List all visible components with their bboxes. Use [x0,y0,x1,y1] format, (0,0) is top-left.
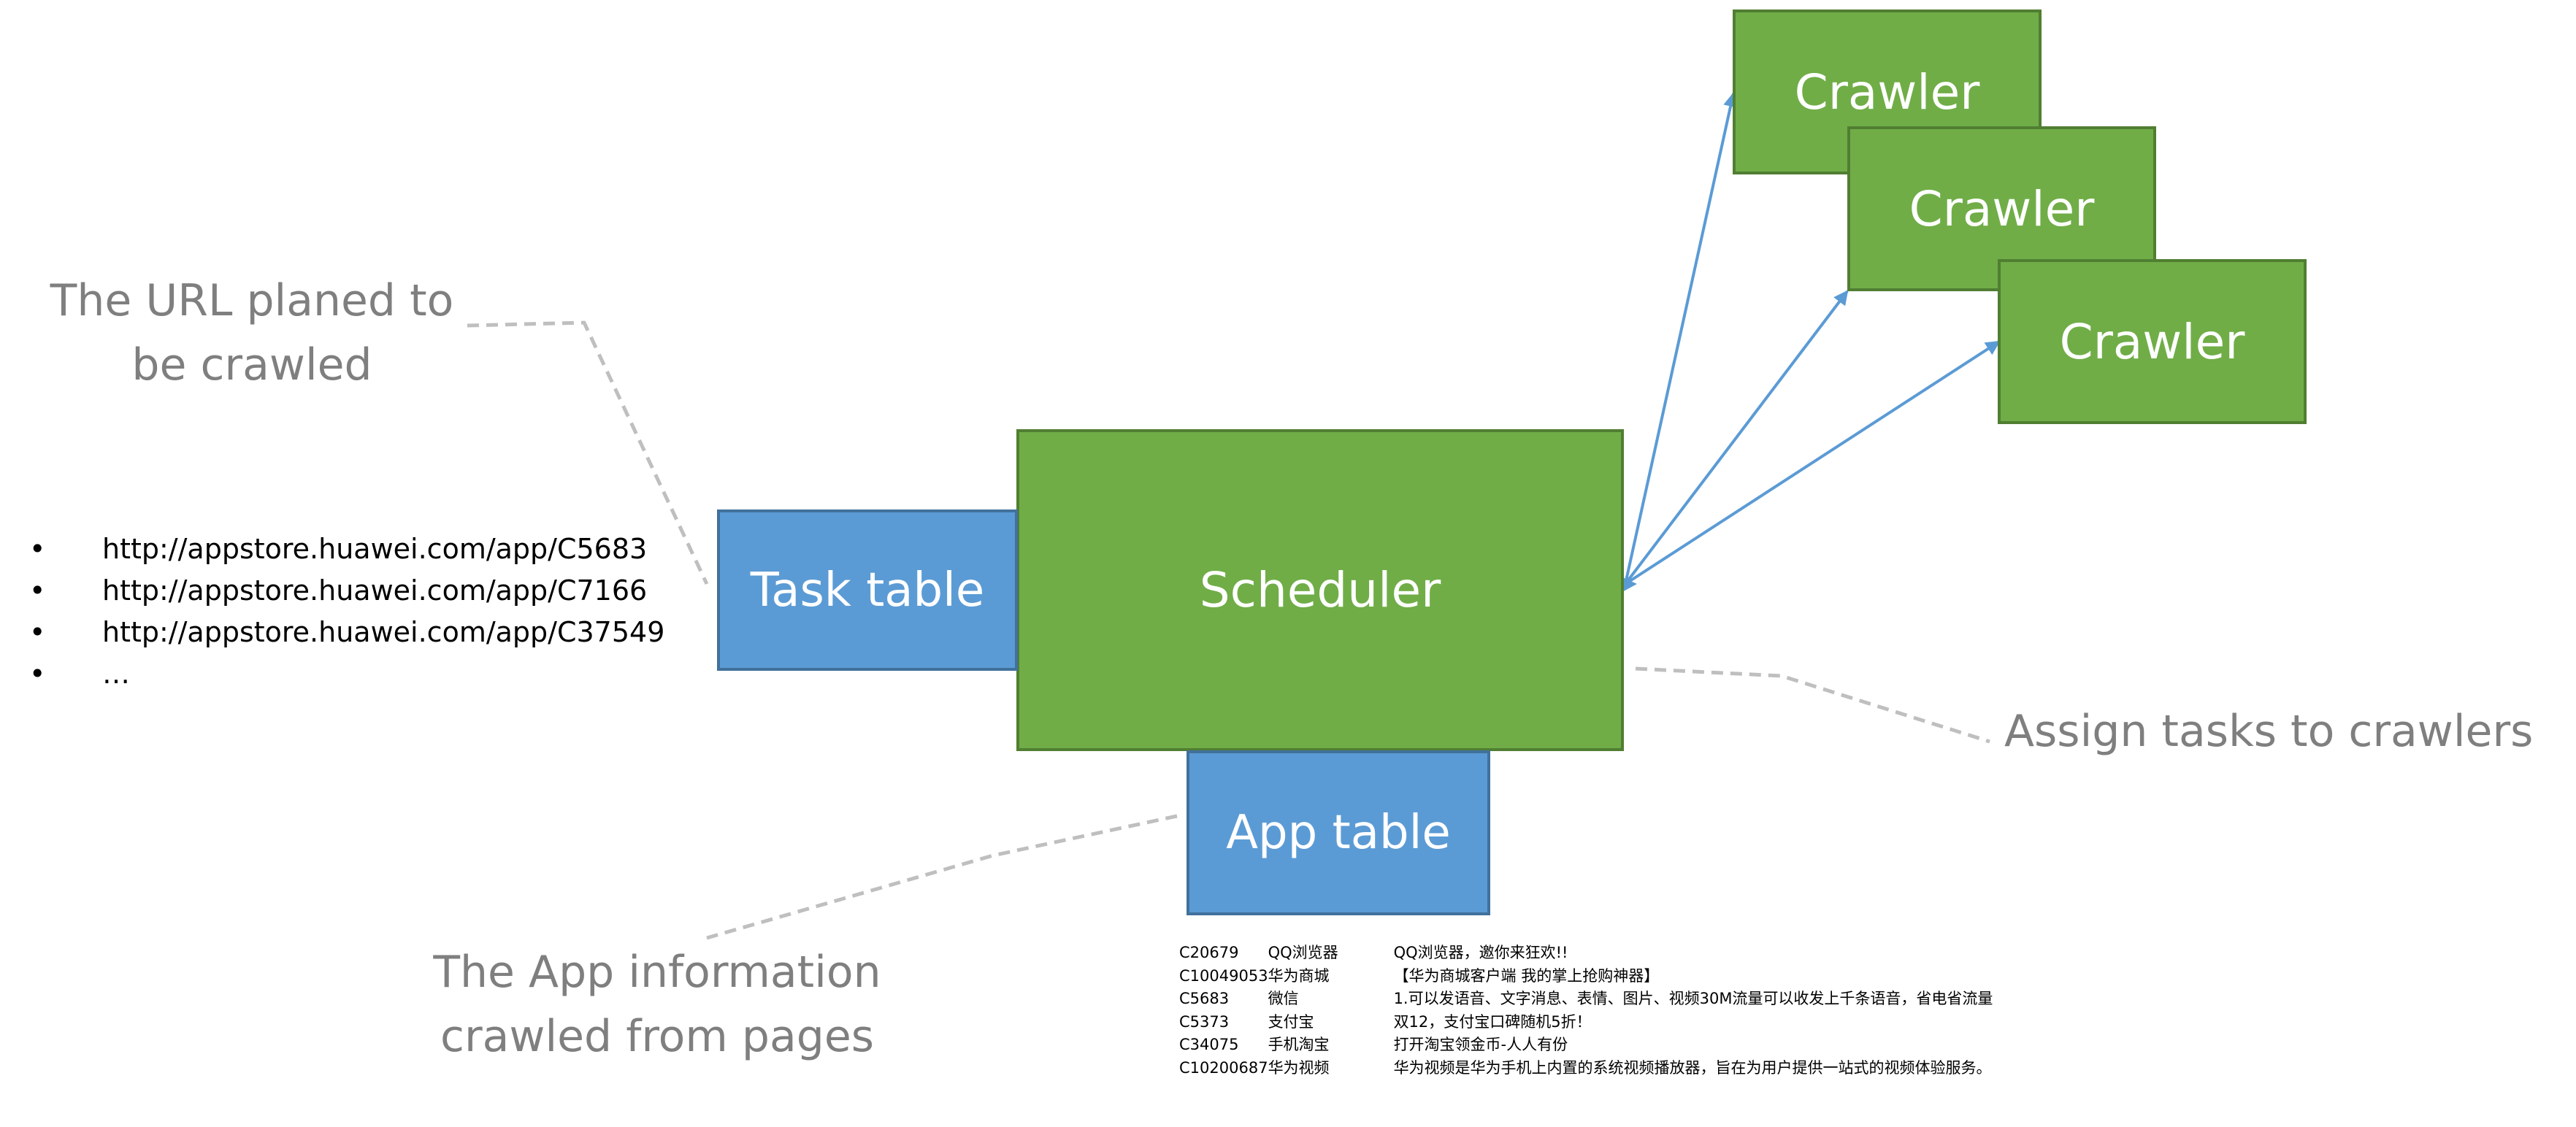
app-name-cell: 华为商城 [1268,966,1330,985]
bullet-glyph: • [29,533,46,565]
app-info-annotation-leader-line [706,814,1178,940]
app-id-cell: C5373 [1179,1012,1230,1031]
crawler-box-3: Crawler [1998,259,2307,424]
table-row: C10200687 华为视频 华为视频是华为手机上内置的系统视频播放器，旨在为用… [1179,1057,1993,1080]
url-text: http://appstore.huawei.com/app/C7166 [102,574,648,607]
app-info-annotation: The App information crawled from pages [398,940,916,1069]
table-row: C5683 微信 1.可以发语音、文字消息、表情、图片、视频30M流量可以收发上… [1179,988,1993,1011]
table-row: C10049053 华为商城 【华为商城客户端 我的掌上抢购神器】 [1179,965,1993,988]
url-list-item: • http://appstore.huawei.com/app/C7166 [29,570,664,612]
app-name-cell: 华为视频 [1268,1058,1330,1077]
task-table-box: Task table [717,509,1018,671]
scheduler-label: Scheduler [1199,562,1441,618]
app-info-table: C20679 QQ浏览器 QQ浏览器，邀你来狂欢!! C10049053 华为商… [1179,942,1993,1080]
url-list-item: • http://appstore.huawei.com/app/C5683 [29,528,664,570]
url-list-item: • … [29,653,664,695]
app-id-cell: C10049053 [1179,966,1268,985]
url-list-item: • http://appstore.huawei.com/app/C37549 [29,612,664,653]
url-planned-annotation-line-2: be crawled [131,339,372,391]
bullet-glyph: • [29,616,46,648]
crawler-label-3: Crawler [2059,313,2245,370]
url-text: … [102,658,130,690]
app-desc-cell: QQ浏览器，邀你来狂欢!! [1393,944,1568,961]
app-name-cell: QQ浏览器 [1268,944,1338,961]
app-info-annotation-line-1: The App information [433,947,881,998]
app-desc-cell: 【华为商城客户端 我的掌上抢购神器】 [1393,966,1660,985]
task-table-label: Task table [750,563,985,618]
table-row: C5373 支付宝 双12，支付宝口碑随机5折！ [1179,1011,1993,1034]
assign-annotation-leader-line [1635,666,1990,744]
bullet-glyph: • [29,574,46,607]
app-name-cell: 支付宝 [1268,1012,1314,1031]
url-annotation-leader-line [467,320,709,585]
app-desc-cell: 打开淘宝领金币-人人有份 [1393,1036,1568,1053]
assign-tasks-annotation: Assign tasks to crawlers [2004,706,2534,757]
app-desc-cell: 华为视频是华为手机上内置的系统视频播放器，旨在为用户提供一站式的视频体验服务。 [1393,1058,1992,1077]
table-row: C34075 手机淘宝 打开淘宝领金币-人人有份 [1179,1034,1993,1057]
arrow-to-crawler-2 [1624,290,1849,585]
app-id-cell: C10200687 [1179,1058,1268,1077]
url-planned-annotation-line-1: The URL planed to [50,275,454,326]
app-table-label: App table [1226,806,1451,860]
app-id-cell: C20679 [1179,944,1239,961]
bullet-glyph: • [29,658,46,690]
table-row: C20679 QQ浏览器 QQ浏览器，邀你来狂欢!! [1179,942,1993,965]
app-name-cell: 微信 [1268,990,1299,1007]
arrow-to-crawler-3 [1624,340,2001,585]
app-name-cell: 手机淘宝 [1268,1036,1330,1053]
crawler-label-1: Crawler [1794,64,1980,120]
arrow-to-crawler-1 [1624,92,1738,585]
app-id-cell: C5683 [1179,990,1230,1007]
scheduler-box: Scheduler [1016,429,1624,751]
app-desc-cell: 双12，支付宝口碑随机5折！ [1393,1012,1592,1031]
app-info-annotation-line-2: crawled from pages [440,1011,875,1062]
url-text: http://appstore.huawei.com/app/C5683 [102,533,648,565]
app-table-box: App table [1187,750,1490,915]
url-planned-annotation: The URL planed to be crawled [37,269,467,397]
app-id-cell: C34075 [1179,1036,1239,1053]
crawler-label-2: Crawler [1909,180,2095,237]
url-text: http://appstore.huawei.com/app/C37549 [102,616,665,648]
url-list: • http://appstore.huawei.com/app/C5683 •… [29,528,664,695]
app-desc-cell: 1.可以发语音、文字消息、表情、图片、视频30M流量可以收发上千条语音，省电省流… [1393,990,1993,1007]
